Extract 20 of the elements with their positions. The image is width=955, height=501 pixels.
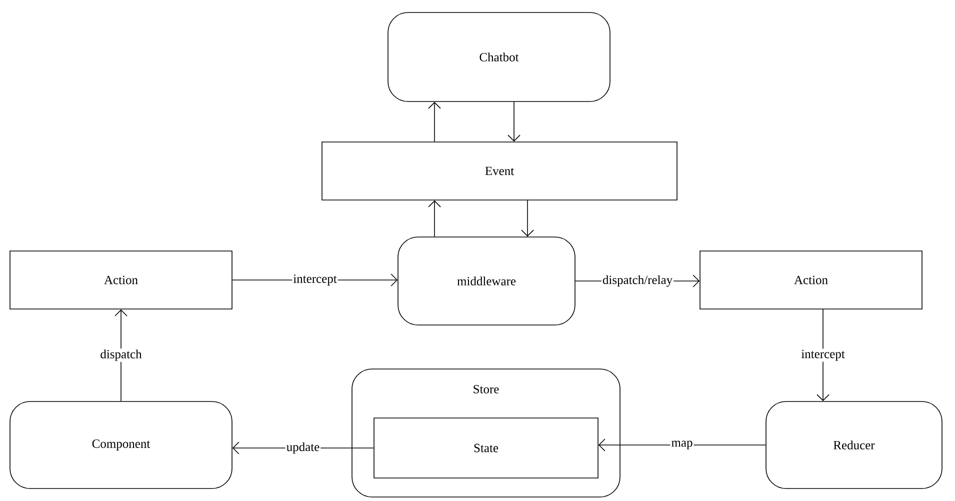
edge-label: update <box>285 441 321 455</box>
process-box: State <box>374 418 598 478</box>
edge-label: dispatch <box>99 348 143 362</box>
rounded-box: Chatbot <box>388 12 610 102</box>
process-box: Action <box>10 250 232 310</box>
edge-label: dispatch/relay <box>601 274 674 288</box>
edge-label: intercept <box>292 274 338 286</box>
arrow <box>598 438 766 452</box>
process-box: Action <box>700 250 922 310</box>
rounded-box: middleware <box>398 236 576 326</box>
arrow <box>428 200 441 237</box>
rounded-box: Component <box>10 401 232 489</box>
process-box: Event <box>322 142 678 200</box>
arrow <box>428 102 441 142</box>
arrow <box>508 102 520 142</box>
rounded-box: Reducer <box>766 401 942 489</box>
arrow <box>521 200 534 237</box>
edge-label: intercept <box>800 348 846 362</box>
edge-label: map <box>670 440 694 450</box>
arrow <box>816 309 830 402</box>
